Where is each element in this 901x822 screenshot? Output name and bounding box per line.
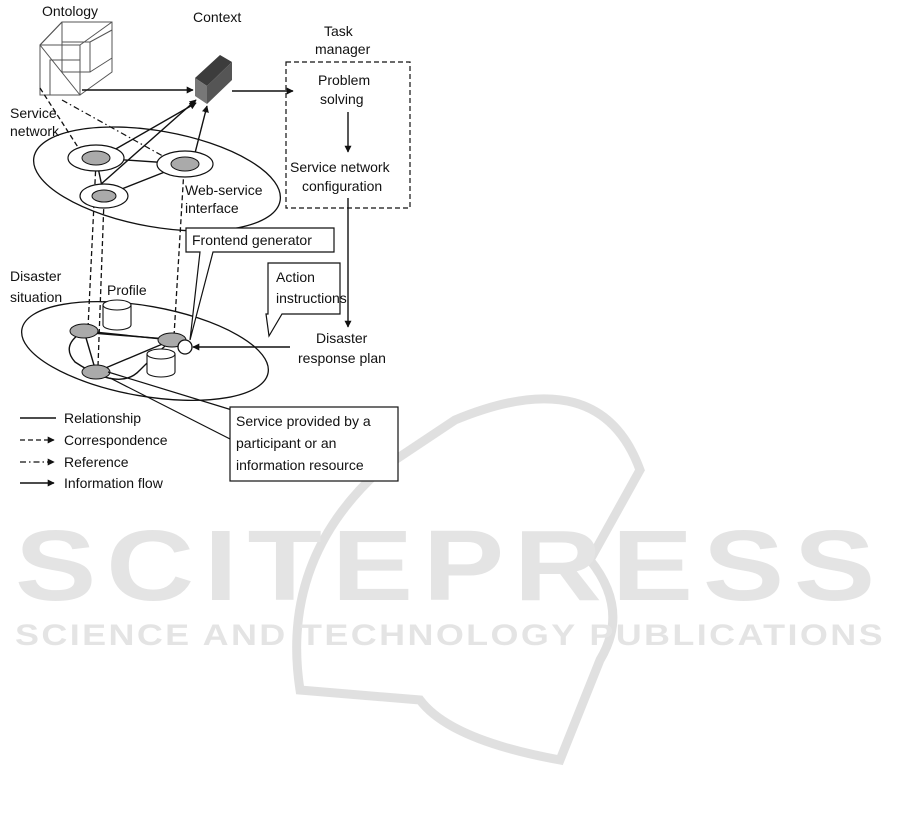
legend-relationship: Relationship xyxy=(64,410,141,426)
context-label: Context xyxy=(193,9,241,25)
legend-information-flow: Information flow xyxy=(64,475,164,491)
problem-solving-label-1: Problem xyxy=(318,72,370,88)
ontology-cube-icon xyxy=(39,21,113,96)
service-node-core xyxy=(170,156,200,172)
context-block-icon xyxy=(195,55,232,104)
service-node-core xyxy=(91,189,117,203)
disaster-situation-label-2: situation xyxy=(10,289,62,305)
lower-service-nodes xyxy=(69,323,193,380)
action-instructions-callout: Action instructions xyxy=(265,262,347,338)
information-flows xyxy=(82,86,352,351)
watermark-title: SCITEPRESS xyxy=(15,510,885,622)
frontend-generator-node[interactable] xyxy=(177,339,193,355)
disaster-response-plan-label-2: response plan xyxy=(298,350,386,366)
database-icon xyxy=(146,348,176,378)
frontend-generator-callout: Frontend generator xyxy=(185,227,335,341)
legend-reference: Reference xyxy=(64,454,129,470)
problem-solving-label-2: solving xyxy=(320,91,364,107)
service-network-label-2: network xyxy=(10,123,60,139)
disaster-situation-label-1: Disaster xyxy=(10,268,62,284)
service-provided-label-3: information resource xyxy=(236,457,364,473)
service-provided-label-1: Service provided by a xyxy=(236,413,371,429)
disaster-response-plan-label-1: Disaster xyxy=(316,330,368,346)
service-node-core xyxy=(81,150,111,166)
upper-service-nodes xyxy=(67,144,214,209)
task-manager-label-1: Task xyxy=(324,23,354,39)
legend: Relationship Correspondence Reference In… xyxy=(20,410,168,491)
service-node[interactable] xyxy=(81,364,111,380)
frontend-generator-label: Frontend generator xyxy=(192,232,312,248)
service-network-configuration-label-1: Service network xyxy=(290,159,391,175)
web-service-interface-label-1: Web-service xyxy=(185,182,263,198)
web-service-interface-label-2: interface xyxy=(185,200,239,216)
disaster-situation-ellipse xyxy=(21,301,269,401)
service-network-configuration-label-2: configuration xyxy=(302,178,382,194)
watermark-subtitle: SCIENCE AND TECHNOLOGY PUBLICATIONS xyxy=(15,619,885,652)
database-icon xyxy=(102,299,132,331)
action-instructions-label-2: instructions xyxy=(276,290,347,306)
watermark: SCITEPRESS SCIENCE AND TECHNOLOGY PUBLIC… xyxy=(15,394,885,766)
legend-correspondence: Correspondence xyxy=(64,432,168,448)
action-instructions-label-1: Action xyxy=(276,269,315,285)
service-network-label-1: Service xyxy=(10,105,57,121)
ontology-label: Ontology xyxy=(42,3,98,19)
service-node[interactable] xyxy=(69,323,99,339)
profile-label: Profile xyxy=(107,282,147,298)
service-provided-label-2: participant or an xyxy=(236,435,336,451)
task-manager-label-2: manager xyxy=(315,41,371,57)
service-provided-callout: Service provided by a participant or an … xyxy=(107,371,399,482)
service-network-ellipse xyxy=(32,126,282,232)
